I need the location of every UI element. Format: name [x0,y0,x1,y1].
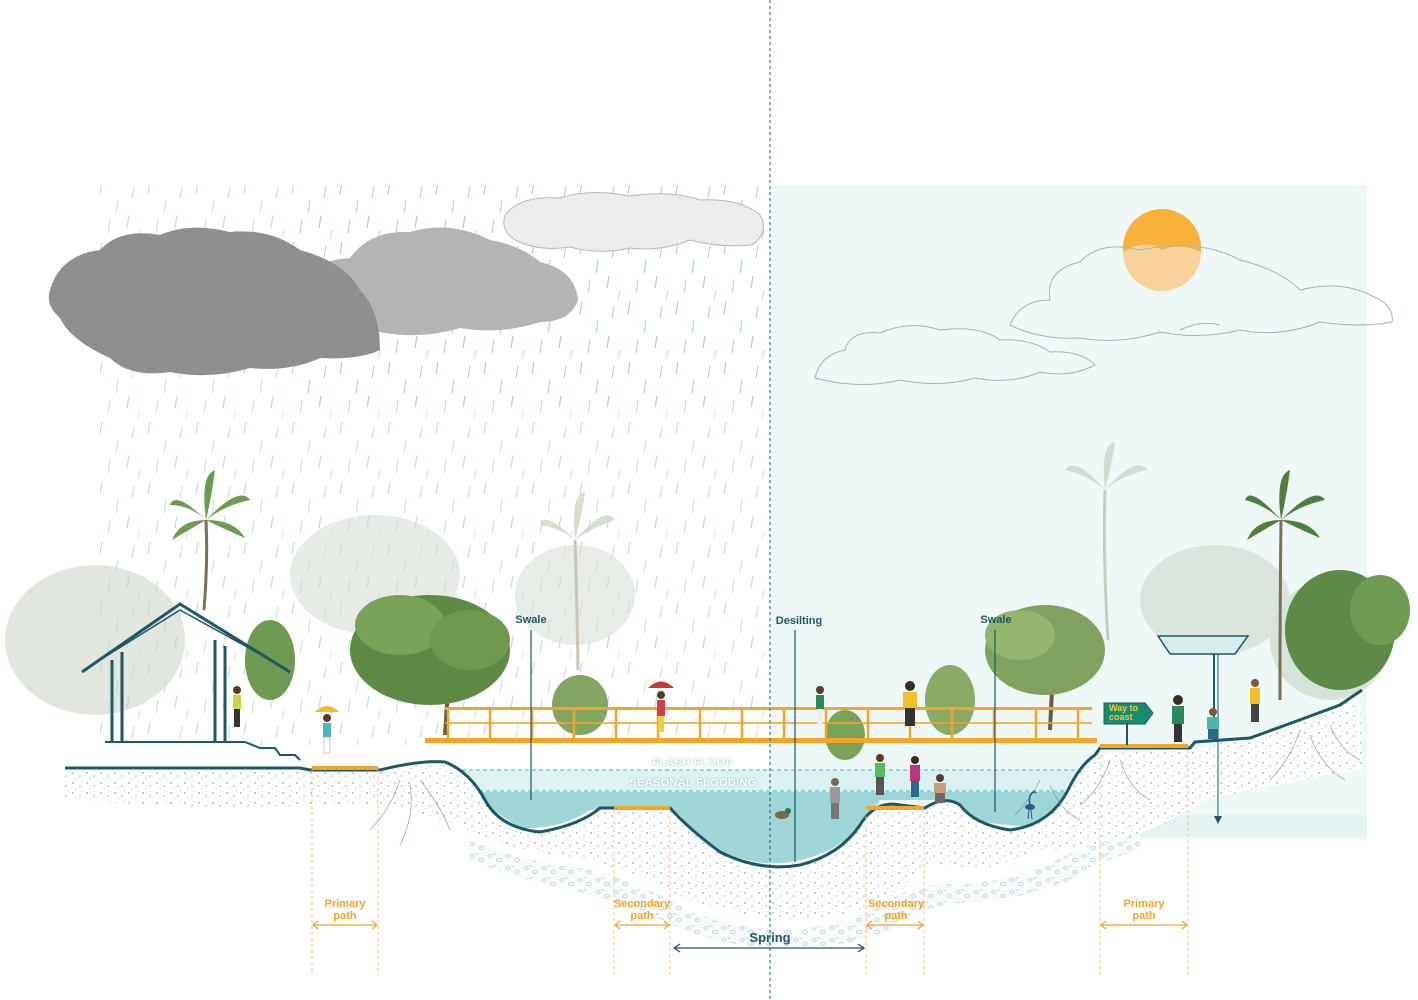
secondary-path-right-label: Secondary path [867,898,925,922]
person [1172,695,1184,742]
person [875,754,885,795]
wildlife [775,791,1037,820]
sign-text: Way to coast [1109,703,1139,722]
seasonal-flooding-label: SEASONAL FLOODING [629,777,757,789]
flash-flood-label: FLASH FLOOD [652,757,734,769]
foreground-trees [245,570,1410,760]
person [233,686,241,727]
heron [1025,791,1037,820]
soil-band [65,690,1362,919]
person [903,681,917,726]
person [910,756,920,797]
people [233,679,1260,819]
secondary-path-left-label: Secondary path [613,898,671,922]
right-shelter [1156,635,1250,824]
primary-path-left-label: Primary path [324,898,366,922]
person [648,681,674,732]
swale-label-right: Swale [980,614,1012,626]
outline-clouds [814,245,1393,385]
person [315,706,339,754]
primary-path-right-label: Primary path [1123,898,1165,922]
person [1207,708,1219,739]
shelter [81,602,301,761]
spring-label: Spring [749,930,791,945]
duck [775,808,791,819]
path-surfaces [312,744,1188,810]
swale-label-left: Swale [515,614,547,626]
storm-cloud [48,227,578,376]
desilting-label: Desilting [775,615,823,627]
sun-icon [1123,209,1201,291]
person [830,778,840,819]
dimension-guides [311,750,1189,975]
dimension-arrows [312,920,1188,930]
ground-surface [65,688,1363,869]
person [934,774,946,803]
boardwalk [425,707,1097,743]
light-cloud [503,191,765,252]
person [1250,679,1260,722]
palm-trees [170,442,1325,701]
person [816,686,824,727]
spring-arrow [672,943,866,953]
wayfinding-sign [1103,702,1154,745]
pebble-band [470,835,1140,949]
callout-lines [530,630,996,862]
